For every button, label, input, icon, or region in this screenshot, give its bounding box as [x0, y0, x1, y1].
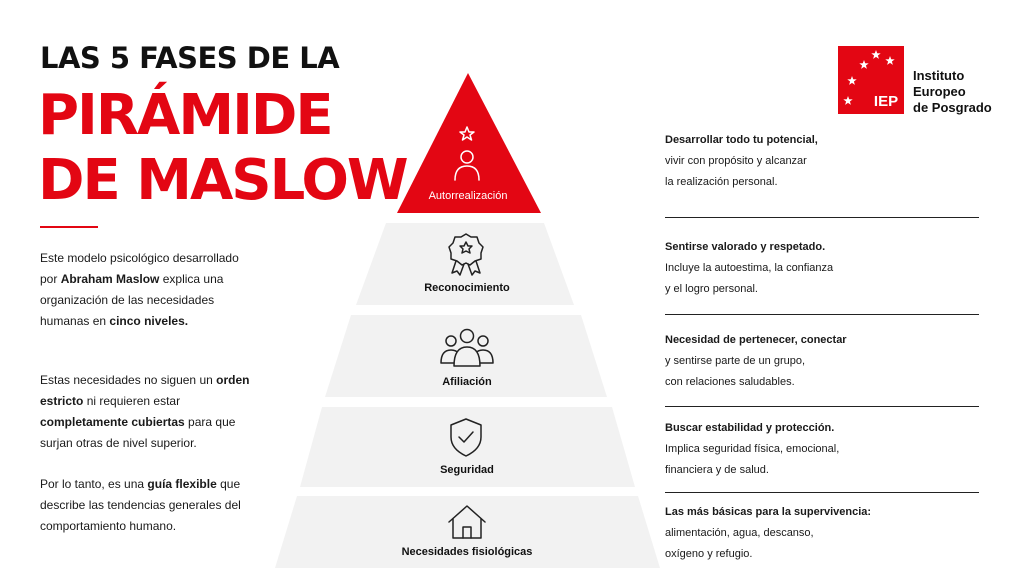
description-line: financiera y de salud. [665, 464, 769, 476]
intro-text: explica una organización de las necesida… [40, 272, 224, 328]
intro-text: Por lo tanto, es una [40, 477, 148, 491]
divider [665, 217, 979, 218]
tier-label-fisiologicas: Necesidades fisiológicas [401, 546, 533, 558]
intro-bold: completamente cubiertas [40, 415, 185, 429]
intro-text: para que surjan otras de nivel superior. [40, 415, 236, 450]
description-seguridad: Buscar estabilidad y protección. Implica… [665, 418, 995, 481]
tier-label-seguridad: Seguridad [440, 464, 494, 476]
intro-paragraph-3: Por lo tanto, es una guía flexible que d… [40, 474, 255, 537]
divider [665, 314, 979, 315]
description-line: oxígeno y refugio. [665, 548, 753, 560]
intro-text: Estas necesidades no siguen un [40, 373, 217, 387]
title-underline [40, 226, 98, 228]
description-reconocimiento: Sentirse valorado y respetado. Incluye l… [665, 237, 995, 300]
title-line-2: PIRÁMIDE [38, 83, 334, 148]
description-lead: Necesidad de pertenecer, conectar [665, 334, 847, 346]
iep-logo: IEP [838, 46, 904, 114]
description-afiliacion: Necesidad de pertenecer, conectar y sent… [665, 330, 995, 393]
description-lead: Las más básicas para la supervivencia: [665, 506, 872, 518]
intro-text: Este modelo psicológico desarrollado por [40, 251, 239, 286]
description-fisiologicas: Las más básicas para la supervivencia: a… [665, 502, 995, 565]
logo-line-2: Europeo [913, 84, 966, 99]
tier-shape-fisiologicas [275, 496, 660, 568]
title-line-3: DE MASLOW [38, 148, 409, 213]
tier-label-afiliacion: Afiliación [442, 376, 492, 388]
group-icon [440, 328, 494, 367]
tier-label-reconocimiento: Reconocimiento [424, 282, 510, 294]
intro-paragraph-1: Este modelo psicológico desarrollado por… [40, 248, 255, 332]
logo-mark: IEP [874, 93, 898, 110]
description-line: con relaciones saludables. [665, 376, 795, 388]
description-line: vivir con propósito y alcanzar [665, 155, 807, 167]
description-lead: Buscar estabilidad y protección. [665, 422, 835, 434]
description-line: Incluye la autoestima, la confianza [665, 262, 834, 274]
description-lead: Sentirse valorado y respetado. [665, 241, 826, 253]
logo-wordmark: Instituto Europeo de Posgrado [913, 68, 992, 116]
logo-line-1: Instituto [913, 68, 965, 83]
description-line: y el logro personal. [665, 283, 758, 295]
intro-text: que describe las tendencias generales de… [40, 477, 241, 533]
description-lead: Desarrollar todo tu potencial, [665, 134, 818, 146]
description-line: la realización personal. [665, 176, 778, 188]
home-icon [448, 505, 486, 539]
tier-shape-autorrealizacion [397, 73, 541, 213]
intro-paragraph-2: Estas necesidades no siguen un orden est… [40, 370, 255, 454]
person-star-icon [454, 126, 480, 181]
tier-shape-seguridad [300, 407, 635, 487]
title-line-1: LAS 5 FASES DE LA [40, 41, 340, 75]
description-line: alimentación, agua, descanso, [665, 527, 814, 539]
award-ribbon-icon [448, 233, 484, 276]
shield-check-icon [450, 418, 482, 457]
intro-bold: Abraham Maslow [60, 272, 160, 286]
description-line: y sentirse parte de un grupo, [665, 355, 806, 367]
intro-bold: cinco niveles. [109, 314, 189, 328]
description-line: Implica seguridad física, emocional, [665, 443, 840, 455]
logo-line-3: de Posgrado [913, 100, 992, 115]
description-autorrealizacion: Desarrollar todo tu potencial, vivir con… [665, 130, 995, 193]
divider [665, 406, 979, 407]
tier-label-autorrealizacion: Autorrealización [428, 190, 508, 202]
divider [665, 492, 979, 493]
intro-bold: orden estricto [40, 373, 250, 408]
intro-text: ni requieren estar [83, 394, 181, 408]
logo-stars-icon: IEP [843, 50, 898, 110]
intro-bold: guía flexible [147, 477, 217, 491]
